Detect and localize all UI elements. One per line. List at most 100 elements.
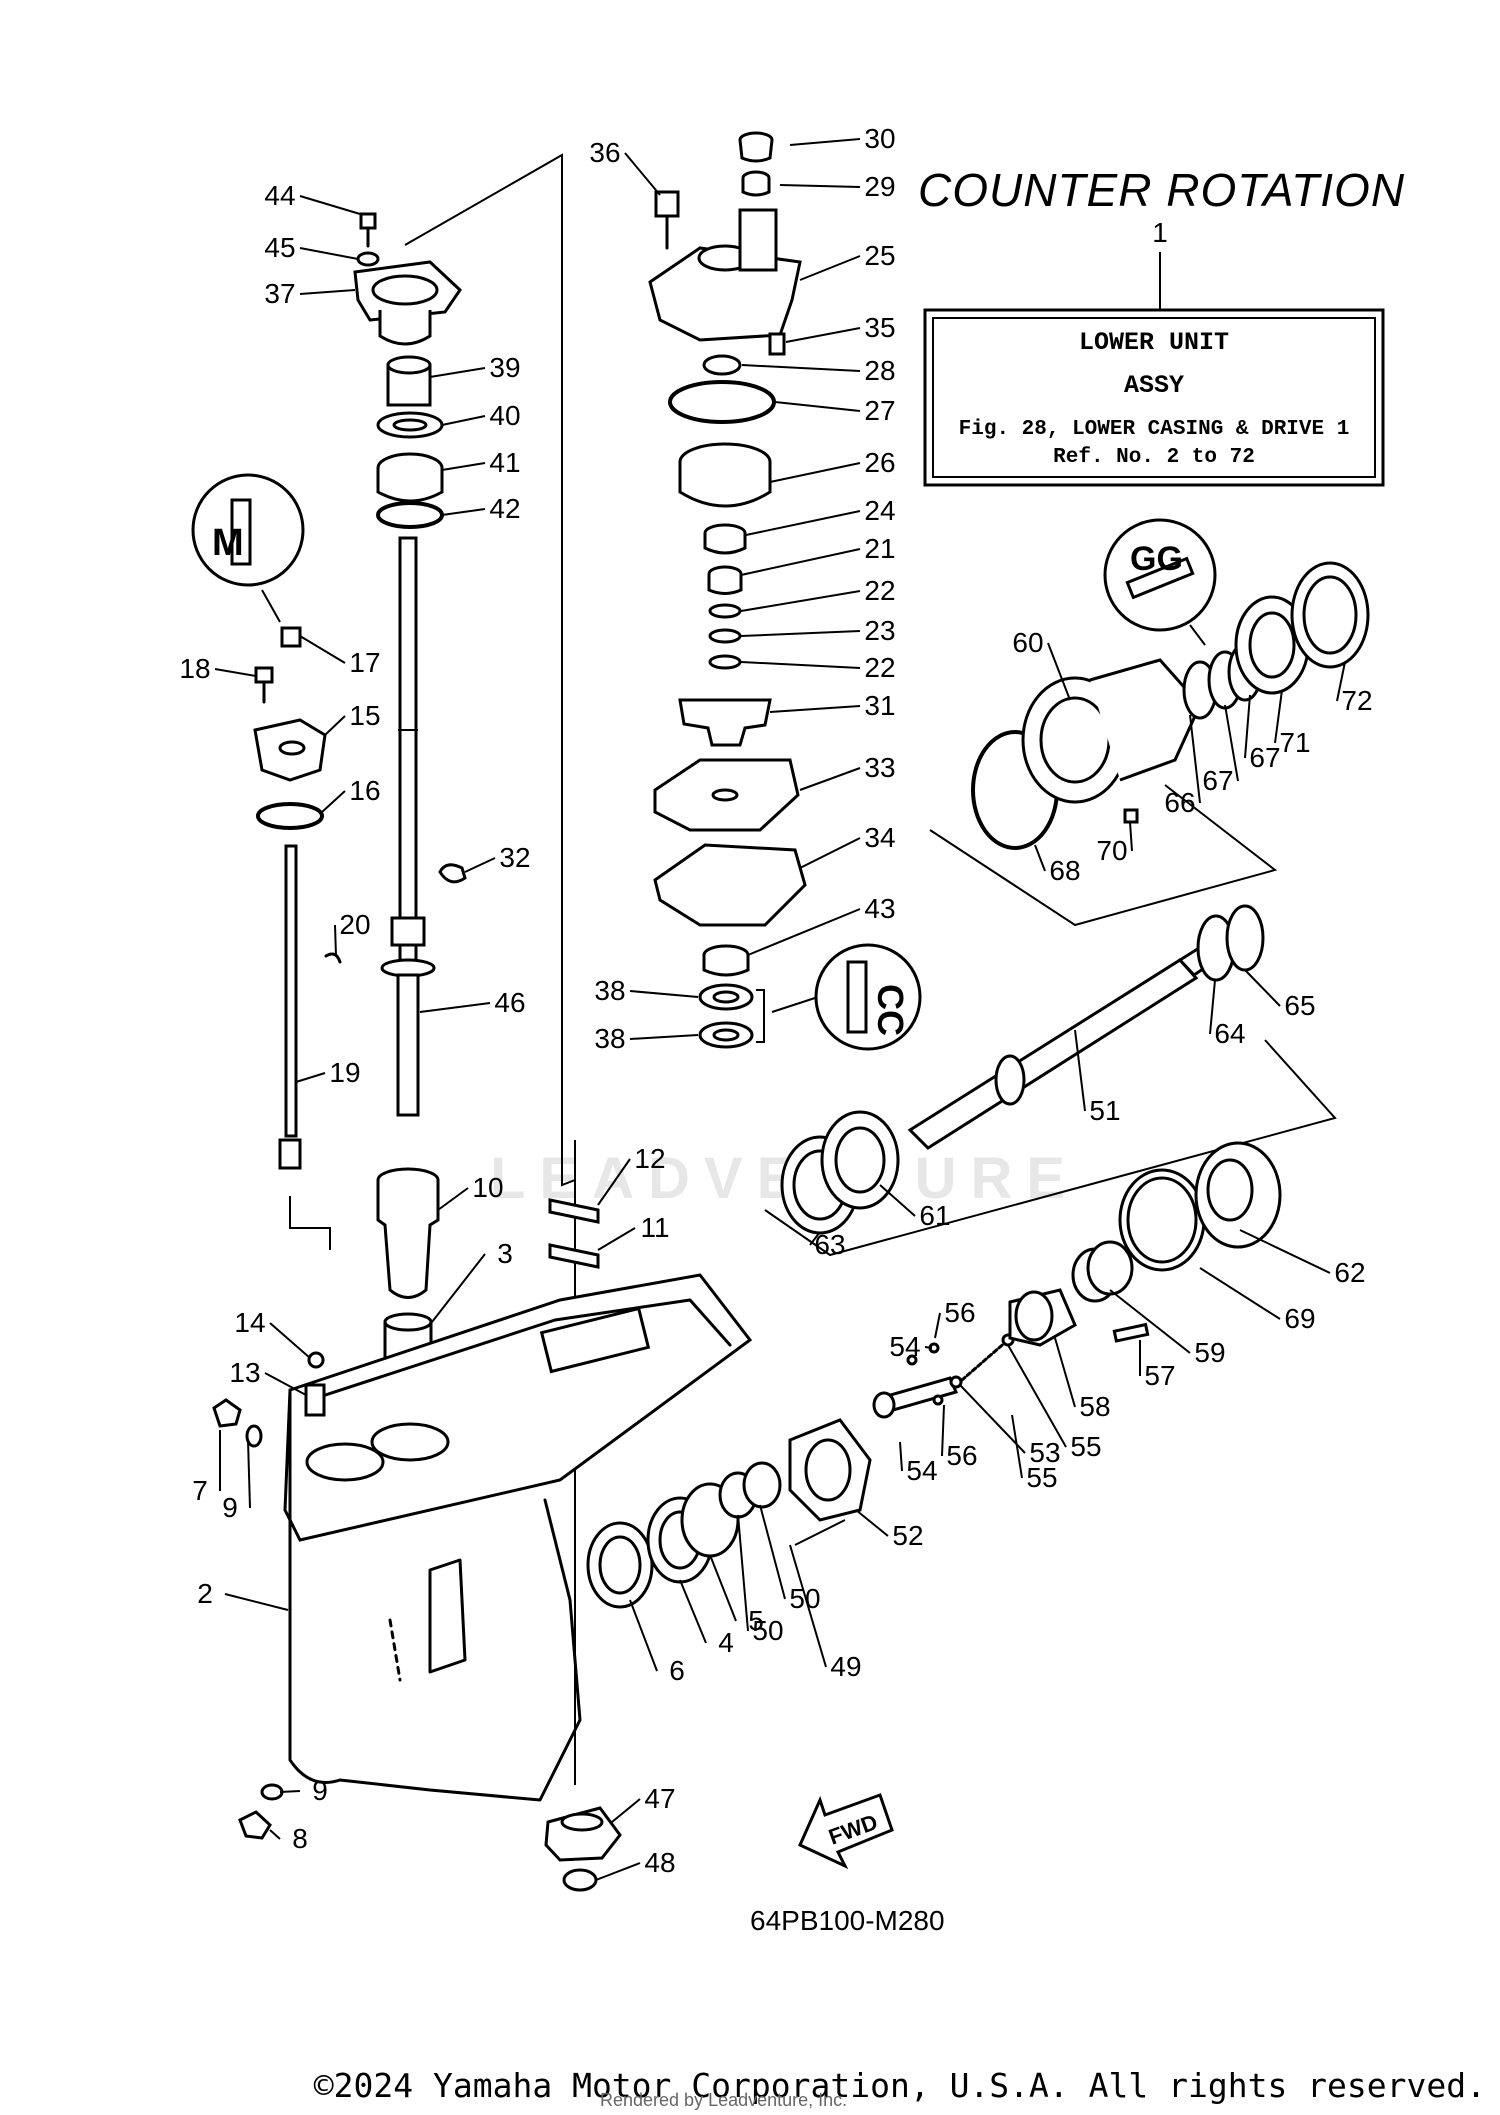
callout-69: 69	[1284, 1303, 1315, 1334]
leader-line-39	[429, 367, 486, 378]
callout-6: 6	[669, 1655, 685, 1686]
callout-24: 24	[864, 495, 895, 526]
callout-14: 14	[234, 1307, 265, 1338]
leader-line-69	[1199, 1267, 1281, 1320]
callout-71: 71	[1279, 727, 1310, 758]
leader-line-14	[269, 1322, 311, 1359]
pinion-parts	[544, 1806, 622, 1892]
lower-case	[283, 1273, 753, 1802]
leader-line-63	[809, 1231, 821, 1246]
leader-line-34	[799, 837, 861, 869]
callout-9: 9	[312, 1775, 328, 1806]
leader-line-68	[1034, 844, 1046, 872]
callout-57: 57	[1144, 1360, 1175, 1391]
leader-line-12	[597, 1158, 631, 1206]
rendered-by-text: Rendered by Leadventure, Inc.	[600, 2090, 848, 2110]
callout-63: 63	[814, 1229, 845, 1260]
callout-47: 47	[644, 1783, 675, 1814]
detail-m-label: M	[212, 522, 244, 564]
leader-lines	[214, 138, 1346, 1881]
leader-line-64	[1209, 979, 1216, 1035]
leader-line-18	[214, 668, 257, 677]
leader-line-59	[1109, 1289, 1191, 1354]
leader-line-21	[740, 548, 861, 576]
callout-50: 50	[752, 1615, 783, 1646]
callout-59: 59	[1194, 1337, 1225, 1368]
leader-line-33	[799, 767, 861, 791]
callout-22: 22	[864, 652, 895, 683]
assy-line-1: LOWER UNIT	[1079, 328, 1229, 357]
callout-55: 55	[1026, 1462, 1057, 1493]
callout-50: 50	[789, 1583, 820, 1614]
leader-line-49	[789, 1544, 827, 1668]
callout-55: 55	[1070, 1431, 1101, 1462]
detail-gg-label: GG	[1130, 540, 1183, 578]
leader-line-56	[941, 1404, 945, 1457]
leader-line-54	[899, 1441, 903, 1472]
callout-16: 16	[349, 775, 380, 806]
assy-line-2: ASSY	[1124, 371, 1184, 400]
leader-line-30	[789, 138, 861, 146]
callout-66: 66	[1164, 787, 1195, 818]
callout-65: 65	[1284, 990, 1315, 1021]
leader-line-25	[799, 255, 861, 281]
callout-39: 39	[489, 352, 520, 383]
detail-cc-label: CC	[870, 984, 911, 1036]
leader-line-35	[785, 327, 861, 343]
leader-line-70	[1129, 821, 1133, 852]
callout-51: 51	[1089, 1095, 1120, 1126]
leader-line-10	[437, 1187, 469, 1211]
leader-line-47	[611, 1798, 641, 1823]
callout-10: 10	[472, 1172, 503, 1203]
small-hardware	[212, 1351, 326, 1840]
leader-line-62	[1239, 1229, 1331, 1274]
leader-line-24	[745, 510, 861, 536]
leader-line-52	[855, 1509, 889, 1537]
leader-line-50	[737, 1514, 749, 1632]
callout-54: 54	[906, 1455, 937, 1486]
shift-rod-parts: M	[191, 473, 342, 1170]
callout-61: 61	[919, 1200, 950, 1231]
callout-72: 72	[1341, 685, 1372, 716]
leader-line-6	[629, 1599, 658, 1672]
callout-70: 70	[1096, 835, 1127, 866]
callout-30: 30	[864, 123, 895, 154]
callout-26: 26	[864, 447, 895, 478]
callout-64: 64	[1214, 1018, 1245, 1049]
forward-gear-parts	[780, 1110, 1282, 1272]
leader-line-50	[759, 1504, 786, 1600]
leader-line-41	[441, 462, 486, 471]
callout-23: 23	[864, 615, 895, 646]
leader-line-23	[740, 630, 861, 637]
callout-40: 40	[489, 400, 520, 431]
leader-line-55	[1011, 1414, 1023, 1479]
leader-line-26	[769, 462, 861, 483]
leader-line-71	[1274, 689, 1283, 744]
leader-line-43	[747, 908, 861, 956]
callout-3: 3	[497, 1238, 513, 1269]
leader-line-3	[431, 1253, 486, 1323]
callout-8: 8	[292, 1823, 308, 1854]
callout-35: 35	[864, 312, 895, 343]
callout-22: 22	[864, 575, 895, 606]
leader-line-29	[779, 184, 861, 188]
callout-19: 19	[329, 1057, 360, 1088]
leader-line-54	[924, 1346, 933, 1349]
assy-box: LOWER UNIT ASSY Fig. 28, LOWER CASING & …	[923, 252, 1385, 487]
leader-line-19	[295, 1072, 326, 1083]
callout-11: 11	[640, 1212, 669, 1243]
leader-line-42	[441, 508, 486, 516]
leader-line-28	[741, 364, 861, 372]
callout-62: 62	[1334, 1257, 1365, 1288]
leader-line-58	[1054, 1337, 1076, 1408]
leader-line-72	[1336, 661, 1346, 702]
leader-line-9	[247, 1439, 251, 1509]
callout-38: 38	[594, 975, 625, 1006]
callout-20: 20	[339, 909, 370, 940]
leader-line-2	[224, 1593, 289, 1611]
leader-line-22	[740, 590, 861, 612]
water-pump-parts: CC	[648, 131, 922, 1051]
callout-15: 15	[349, 700, 380, 731]
leader-line-36	[624, 152, 661, 196]
